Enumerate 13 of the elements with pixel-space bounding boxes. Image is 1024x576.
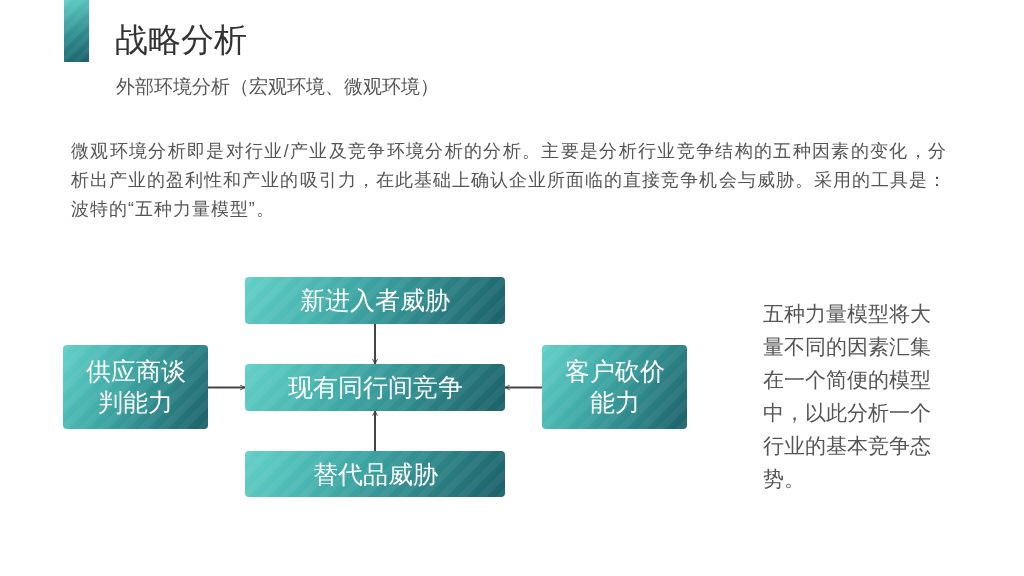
subtitle: 外部环境分析（宏观环境、微观环境） — [116, 75, 439, 99]
force-box: 客户砍价能力 — [542, 345, 687, 429]
force-box: 新进入者威胁 — [245, 277, 505, 324]
arrow — [372, 323, 378, 365]
arrow — [372, 410, 378, 452]
force-box: 替代品威胁 — [245, 451, 505, 497]
arrow — [207, 384, 246, 391]
competition-box: 现有同行间竞争 — [245, 364, 505, 411]
title: 战略分析 — [115, 20, 247, 60]
paragraph: 微观环境分析即是对行业/产业及竞争环境分析的分析。主要是分析行业竞争结构的五种因素的变化，分析出产业的盈利性和产业的吸引力，在此基础上确认企业所面临的直接竞争机会与威胁。采用的工具是：波特的“五种力量模型”。 — [71, 140, 947, 221]
force-box: 供应商谈判能力 — [63, 345, 208, 429]
arrow — [504, 384, 543, 391]
side-note: 五种力量模型将大量不同的因素汇集在一个简便的模型中，以此分析一个行业的基本竞争态势。 — [763, 301, 932, 493]
